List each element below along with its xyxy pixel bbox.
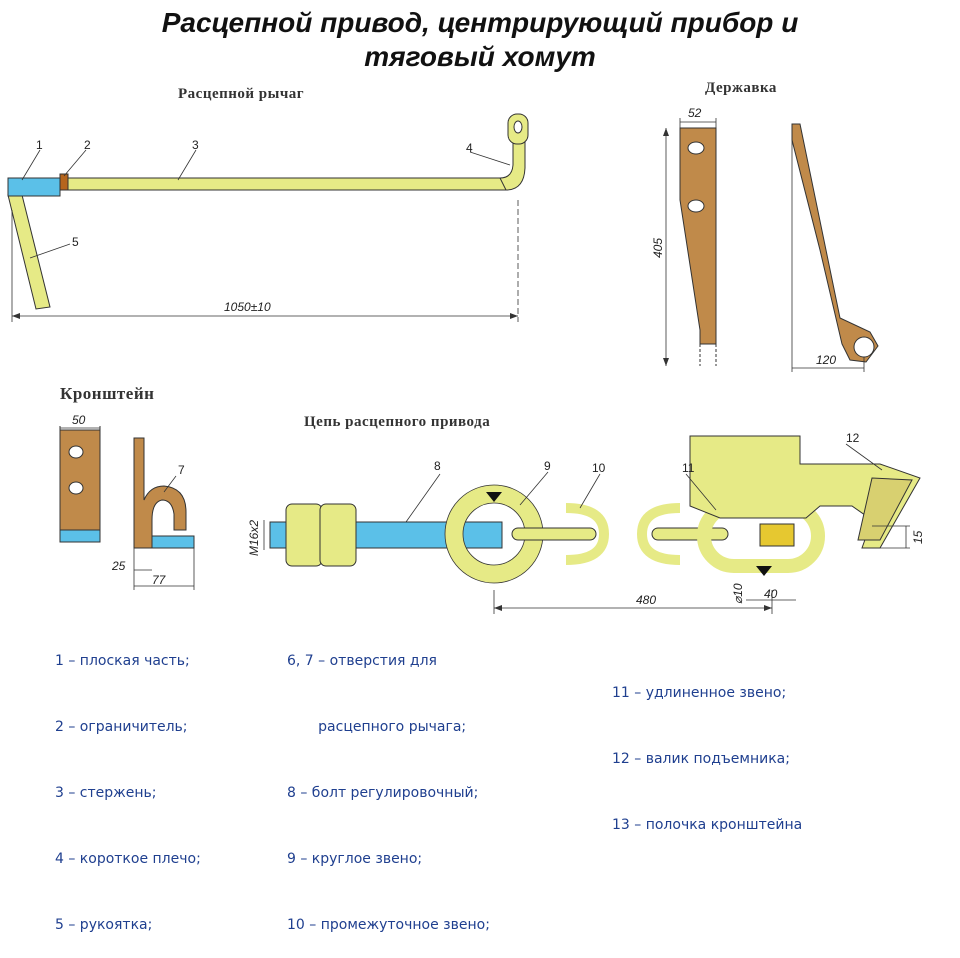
holder-hole-top	[687, 141, 705, 155]
legend-left: 1 – плоская часть; 2 – ограничитель; 3 –…	[55, 606, 201, 958]
label-4: 4	[466, 141, 473, 155]
label-5: 5	[72, 235, 79, 249]
lever-handle	[7, 194, 51, 310]
legend-right: 11 – удлиненное звено; 12 – валик подъем…	[612, 638, 802, 858]
holder-front	[679, 127, 717, 345]
legend-item: 10 – промежуточное звено;	[287, 917, 490, 933]
label-1: 1	[36, 138, 43, 152]
technical-drawing: 1 2 3 4 5 1050±10 52 405 120	[7, 106, 925, 614]
legend-item: 11 – удлиненное звено;	[612, 685, 787, 701]
chain-caption: Цепь расцепного привода	[304, 414, 491, 430]
legend-item: 5 – рукоятка;	[55, 917, 153, 933]
bracket-side	[133, 437, 187, 549]
bracket-caption: Кронштейн	[60, 384, 155, 403]
label-11: 11	[682, 461, 695, 475]
label-8: 8	[434, 459, 441, 473]
bracket-shelf-side	[151, 535, 195, 549]
bracket-77-dim: 77	[152, 573, 167, 587]
lever-limiter	[59, 173, 69, 191]
label-10: 10	[592, 461, 606, 475]
chain-15-dim: 15	[911, 530, 925, 544]
thread-dim: M16x2	[247, 520, 261, 556]
bracket-hole-6	[68, 445, 84, 459]
bracket-drawing	[59, 426, 195, 590]
intermediate-link-b	[636, 503, 681, 565]
bracket-shelf-front	[59, 529, 101, 543]
holder-eye-hole	[853, 336, 875, 358]
lever-caption: Расцепной рычаг	[178, 86, 305, 102]
holder-height-dim: 405	[651, 238, 665, 258]
legend-item: 13 – полочка кронштейна	[612, 817, 803, 833]
legend-item: 9 – круглое звено;	[287, 851, 423, 867]
holder-hole-bottom	[687, 199, 705, 213]
title-line-1: Расцепной привод, центрирующий прибор и	[161, 7, 799, 38]
legend-middle: 6, 7 – отверстия для расцепного рычага; …	[287, 606, 490, 958]
lever-eye-hole	[513, 120, 523, 134]
bolt-shank	[355, 521, 503, 549]
bracket-hole-7	[68, 481, 84, 495]
lifter-pin-section	[759, 523, 795, 547]
intermediate-link-a	[565, 503, 610, 565]
legend-item: 12 – валик подъемника;	[612, 751, 790, 767]
lever-short-arm	[499, 139, 526, 191]
intermediate-link-bar-2	[651, 527, 729, 541]
title-line-2: тяговый хомут	[364, 41, 596, 72]
legend-item: 4 – короткое плечо;	[55, 851, 201, 867]
page-title: Расцепной привод, центрирующий прибор и …	[0, 6, 960, 74]
legend-item: 3 – стержень;	[55, 785, 157, 801]
bracket-25-dim: 25	[111, 559, 126, 573]
legend-item: 1 – плоская часть;	[55, 653, 190, 669]
holder-drawing	[663, 118, 879, 372]
label-7: 7	[178, 463, 185, 477]
chain-40-dim: 40	[764, 587, 778, 601]
legend-item: 2 – ограничитель;	[55, 719, 188, 735]
holder-caption: Державка	[705, 80, 777, 96]
holder-side	[791, 123, 879, 363]
holder-width-dim: 52	[688, 106, 702, 120]
label-9: 9	[544, 459, 551, 473]
legend-item: 8 – болт регулировочный;	[287, 785, 479, 801]
chain-drawing	[263, 435, 921, 614]
holder-offset-dim: 120	[816, 353, 836, 367]
lever-rod	[67, 177, 507, 191]
nut-2	[319, 503, 357, 567]
uncoupling-lever-drawing	[7, 113, 529, 322]
label-12: 12	[846, 431, 860, 445]
lever-flat-part	[7, 177, 61, 197]
legend-item: расцепного рычага;	[287, 719, 467, 735]
label-3: 3	[192, 138, 199, 152]
chain-d10-dim: ⌀10	[731, 583, 745, 604]
label-2: 2	[84, 138, 91, 152]
lever-length-dim: 1050±10	[224, 300, 271, 314]
chain-480-dim: 480	[636, 593, 656, 607]
nut-1	[285, 503, 323, 567]
intermediate-link-bar	[511, 527, 597, 541]
legend-item: 6, 7 – отверстия для	[287, 653, 437, 669]
bracket-width-dim: 50	[72, 413, 86, 427]
